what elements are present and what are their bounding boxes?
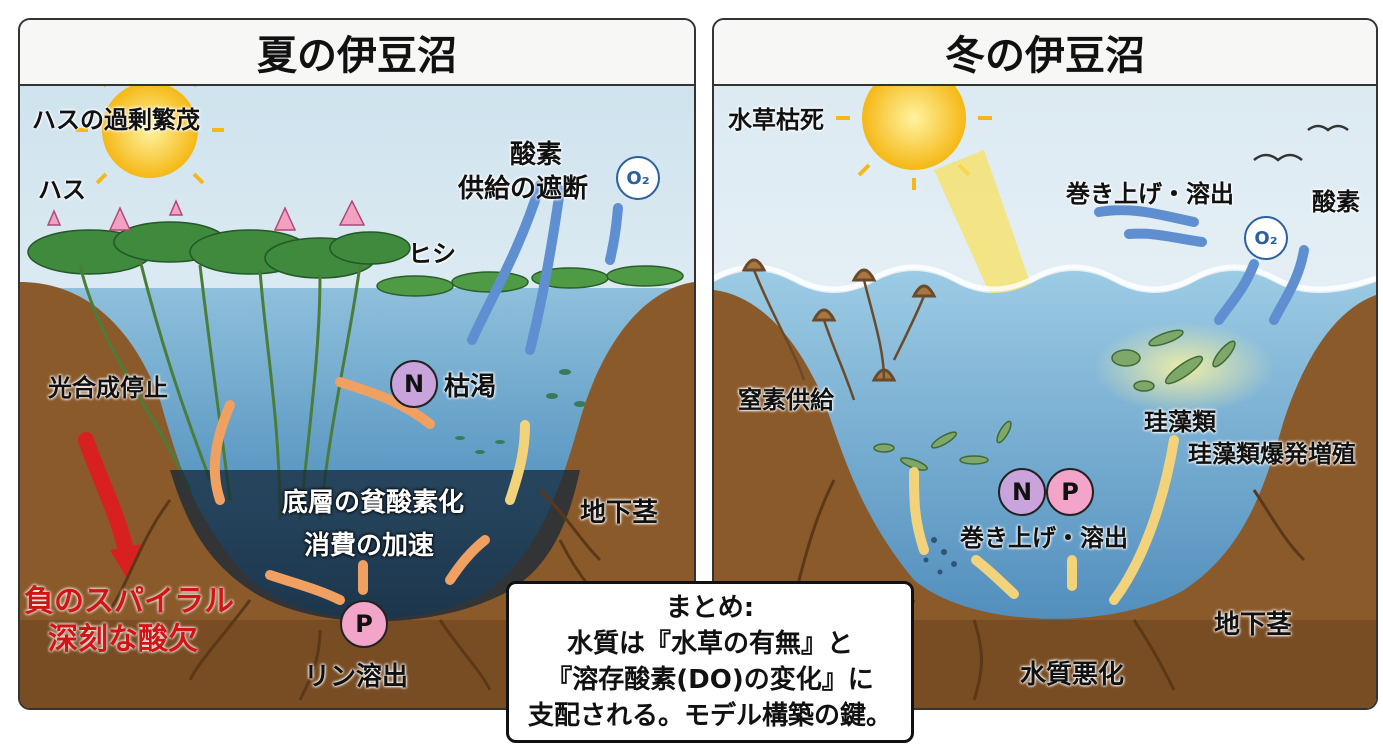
summary-line-3: 『溶存酸素(DO)の変化』に [546,665,874,695]
phosphorus-release-label: リン溶出 [304,662,409,692]
spiral-label-1: 負のスパイラル [24,584,234,619]
depletion-label: 枯渇 [444,372,497,402]
oxygen-block-label-2: 供給の遮断 [458,174,589,204]
diatoms-label: 珪藻類 [1144,408,1216,436]
summer-n-badge: N [390,360,438,408]
oxygen-block-label-1: 酸素 [510,140,563,170]
plants-die-label: 水草枯死 [728,106,824,134]
summary-line-2: 水質は『水草の有無』と [566,629,853,659]
winter-oxygen-label: 酸素 [1312,188,1360,216]
hishi-label: ヒシ [408,240,456,268]
summer-rhizome-label: 地下茎 [580,498,659,528]
winter-p-badge: P [1046,468,1094,516]
overgrowth-label: ハスの過剰繁茂 [32,106,200,134]
oxygen-block-arrows [467,180,623,355]
photosynthesis-arrows [209,377,530,605]
lotus-label: ハス [38,176,86,204]
nitrogen-supply-label: 窒素供給 [738,386,834,414]
summary-line-1: まとめ: [665,593,755,623]
water-degradation-label: 水質悪化 [1020,660,1125,690]
winter-rhizome-label: 地下茎 [1214,610,1293,640]
resuspension-top-label: 巻き上げ・溶出 [1066,180,1234,208]
photosynthesis-stop-label: 光合成停止 [48,374,168,402]
sediment-dots [923,537,957,575]
hypoxic-zone [170,470,580,622]
winter-n-badge: N [998,468,1046,516]
summer-o2-badge: O₂ [616,156,660,200]
winter-o2-badge: O₂ [1244,216,1288,260]
summary-box: まとめ: 水質は『水草の有無』と 『溶存酸素(DO)の変化』に 支配される。モデ… [506,581,914,743]
dead-plants [741,258,937,382]
lotus-flowers [46,199,366,231]
spiral-label-2: 深刻な酸欠 [48,622,198,657]
bottom-hypoxia-label: 底層の貧酸素化 [282,488,465,518]
resuspension-mid-label: 巻き上げ・溶出 [960,524,1128,552]
algae-particles [455,369,586,454]
spiral-arrow [78,432,134,558]
summary-line-4: 支配される。モデル構築の鍵。 [527,701,892,731]
summer-p-badge: P [340,600,388,648]
consumption-label: 消費の加速 [304,531,435,561]
lotus-leaves [27,221,411,279]
diatom-bloom-label: 珪藻類爆発増殖 [1188,440,1356,468]
summer-title: 夏の伊豆沼 [20,20,694,86]
winter-title: 冬の伊豆沼 [714,20,1376,86]
diatom-cells [873,329,1236,471]
winter-resuspension-arrows [909,205,1309,605]
bird-icons [1253,124,1349,162]
